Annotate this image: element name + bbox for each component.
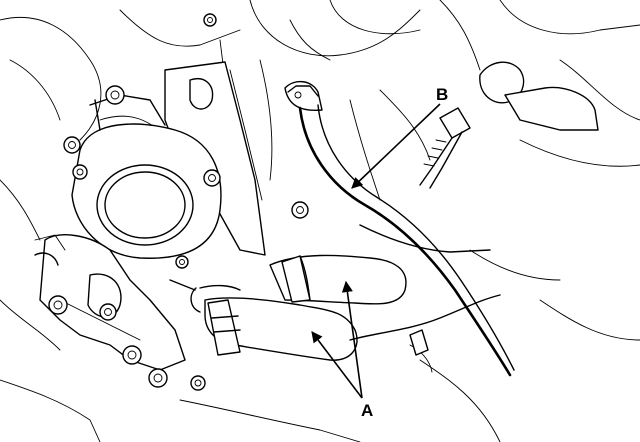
- pointer-b: [351, 103, 441, 189]
- bolt: [105, 85, 125, 105]
- bolt: [203, 13, 217, 27]
- hose-joint: [169, 279, 241, 313]
- bolts: [48, 13, 309, 391]
- bolt: [291, 201, 309, 219]
- bolt: [63, 136, 81, 154]
- callout-label-b: B: [436, 85, 448, 104]
- bolt: [122, 345, 142, 365]
- callout-label-a: A: [361, 401, 373, 420]
- bolt: [72, 164, 88, 180]
- coolant-housing: [71, 94, 222, 259]
- bolt: [99, 303, 117, 321]
- bolt: [148, 368, 168, 388]
- pipe-connector-fitting: [419, 61, 599, 189]
- bolt: [203, 169, 221, 187]
- harness-wires: [349, 224, 501, 373]
- callout-pointers: [311, 103, 441, 399]
- pointer-a-upper: [341, 280, 363, 399]
- hose-a-lower: [204, 297, 358, 361]
- hose-a-upper: [269, 254, 407, 305]
- bolt: [175, 255, 189, 269]
- bolt: [48, 295, 68, 315]
- lower-left-housing: [34, 234, 186, 371]
- pipe-b: [284, 81, 515, 377]
- pointer-a-lower: [311, 331, 363, 399]
- bolt: [190, 375, 206, 391]
